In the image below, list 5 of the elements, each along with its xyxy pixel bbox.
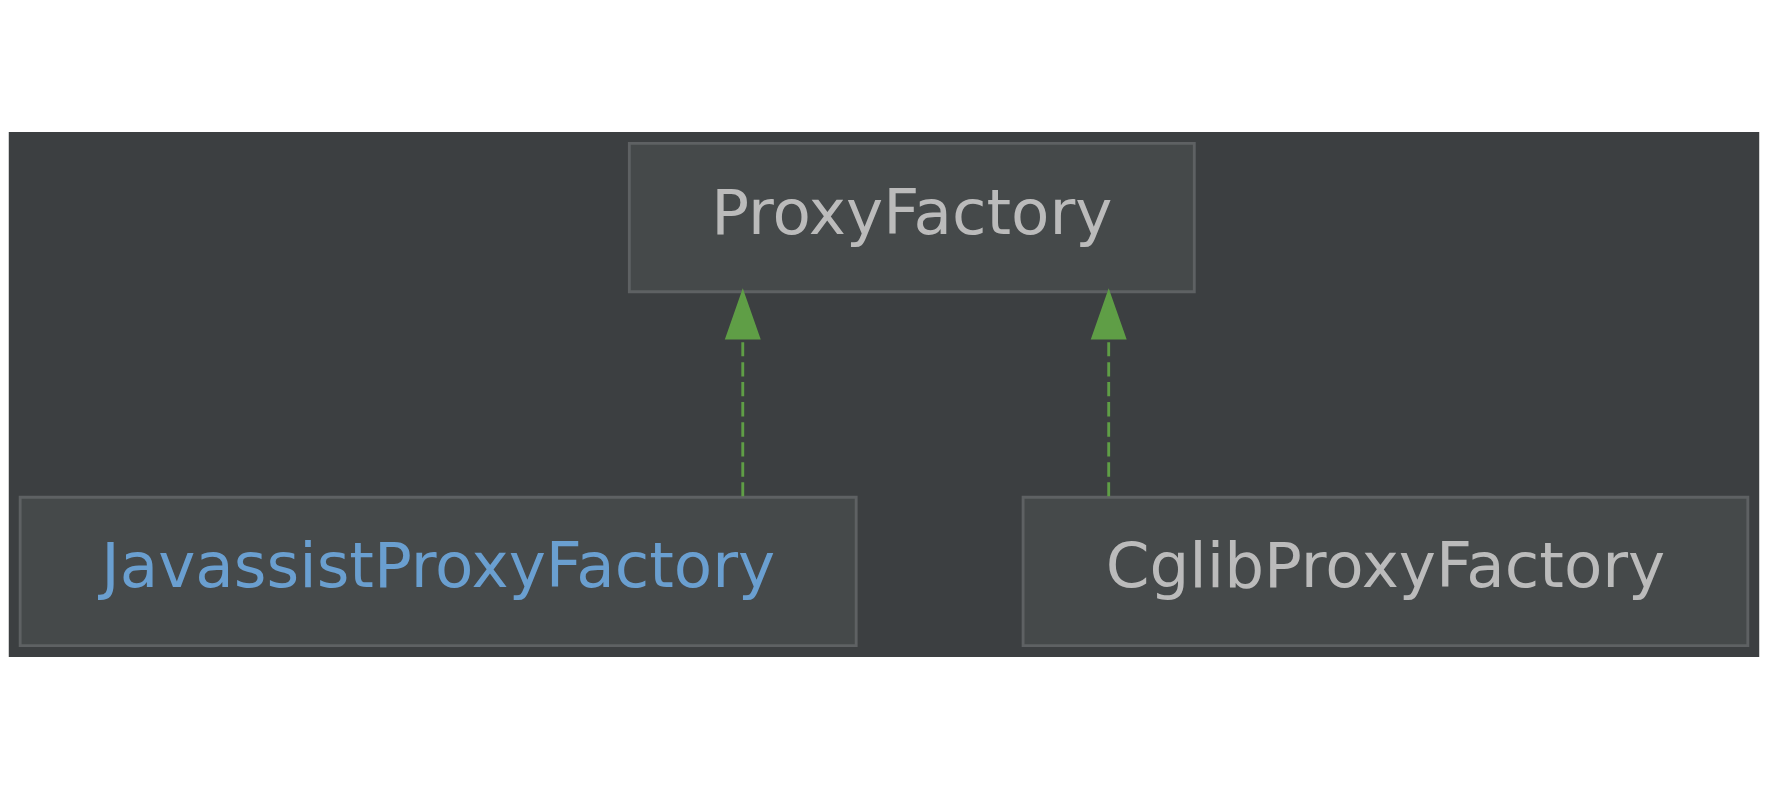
node-box: CglibProxyFactory: [1021, 495, 1750, 647]
arrow: [724, 287, 761, 496]
node-box: JavassistProxyFactory: [18, 495, 858, 647]
arrow: [1090, 287, 1127, 496]
node-box: ProxyFactory: [627, 141, 1196, 293]
